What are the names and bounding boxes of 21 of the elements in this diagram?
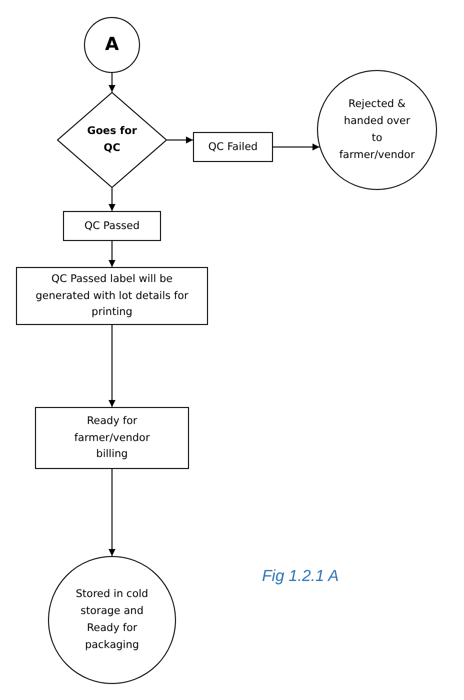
arrow bbox=[108, 240, 116, 268]
arrow bbox=[272, 144, 320, 150]
arrow bbox=[108, 324, 116, 408]
node-label: Goes for QC bbox=[87, 124, 137, 156]
node-label: Rejected & handed over to farmer/vendor bbox=[338, 97, 416, 163]
node-label: A bbox=[105, 32, 119, 57]
arrow bbox=[166, 136, 194, 144]
arrow bbox=[108, 468, 116, 556]
node-label: Stored in cold storage and Ready for packaging bbox=[74, 587, 150, 653]
arrow bbox=[108, 188, 116, 212]
process-box bbox=[63, 211, 161, 241]
node-label: QC Failed bbox=[208, 140, 258, 155]
figure-caption: Fig 1.2.1 A bbox=[262, 568, 339, 586]
node-label: Ready for farmer/vendor billing bbox=[73, 414, 151, 462]
node-label: QC Passed bbox=[84, 218, 140, 234]
process-box bbox=[16, 267, 208, 325]
process-box bbox=[193, 132, 273, 162]
node-label: QC Passed label will be generated with lot details for printing bbox=[34, 272, 190, 320]
decision-diamond bbox=[57, 92, 167, 188]
arrow bbox=[108, 72, 116, 92]
process-box bbox=[35, 407, 189, 469]
